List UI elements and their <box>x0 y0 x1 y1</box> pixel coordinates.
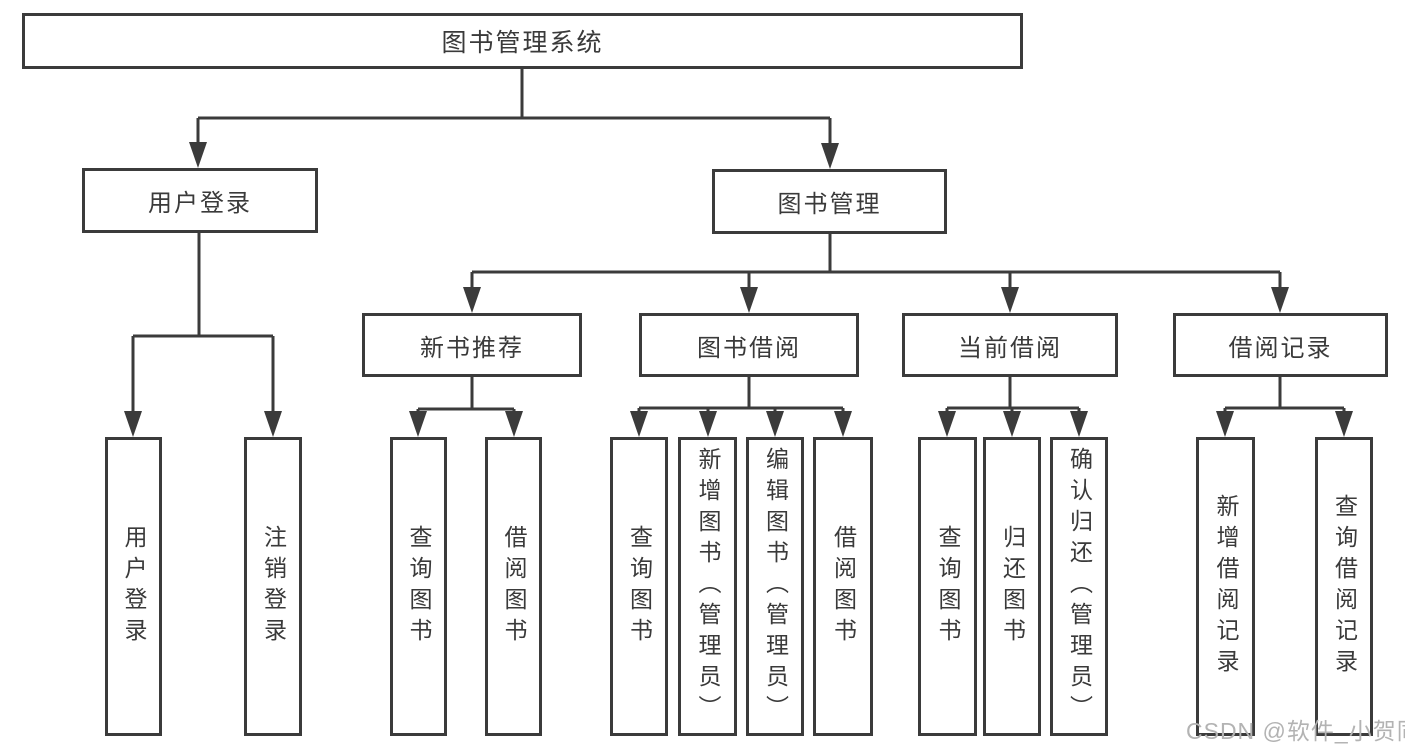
node-book-management: 图书管理 <box>712 169 947 234</box>
leaf-current-return-label: 归还图书 <box>999 524 1026 649</box>
leaf-current-return: 归还图书 <box>983 437 1041 736</box>
leaf-newbook-borrow: 借阅图书 <box>485 437 542 736</box>
node-book-management-label: 图书管理 <box>777 191 882 218</box>
node-user-login: 用户登录 <box>82 168 318 233</box>
node-current-borrow: 当前借阅 <box>902 313 1118 377</box>
node-borrow-record: 借阅记录 <box>1173 313 1388 377</box>
arrowhead <box>409 411 427 437</box>
leaf-newbook-borrow-label: 借阅图书 <box>501 524 527 649</box>
connector-root <box>196 69 832 145</box>
leaf-logout: 注销登录 <box>244 437 302 736</box>
connector-new-book-rec <box>416 377 516 412</box>
leaf-record-query: 查询借阅记录 <box>1315 437 1373 736</box>
node-new-book-rec: 新书推荐 <box>362 313 582 377</box>
arrowhead <box>630 411 648 437</box>
leaf-user-login: 用户登录 <box>105 437 162 736</box>
arrowhead <box>1216 411 1234 437</box>
node-user-login-label: 用户登录 <box>148 190 252 217</box>
leaf-newbook-query-label: 查询图书 <box>406 524 432 649</box>
leaf-current-confirm-label: 确认归还（管理员） <box>1066 447 1093 726</box>
node-current-borrow-label: 当前借阅 <box>958 334 1062 362</box>
arrowhead <box>821 143 839 169</box>
leaf-current-query-label: 查询图书 <box>935 524 961 649</box>
connector-borrow-record <box>1223 377 1346 412</box>
node-root-label: 图书管理系统 <box>441 29 604 57</box>
node-new-book-rec-label: 新书推荐 <box>420 334 524 362</box>
arrowhead <box>1001 287 1019 313</box>
leaf-borrow-borrow: 借阅图书 <box>813 437 873 736</box>
leaf-borrow-query-label: 查询图书 <box>626 524 653 649</box>
node-root: 图书管理系统 <box>22 13 1023 69</box>
leaf-borrow-add-label: 新增图书（管理员） <box>695 447 721 726</box>
arrowhead <box>766 411 784 437</box>
node-borrow-record-label: 借阅记录 <box>1228 334 1333 362</box>
leaf-borrow-edit: 编辑图书（管理员） <box>746 437 804 736</box>
leaf-record-add: 新增借阅记录 <box>1196 437 1255 736</box>
arrowhead <box>124 411 142 437</box>
arrowhead <box>1271 287 1289 313</box>
leaf-newbook-query: 查询图书 <box>390 437 447 736</box>
arrowhead <box>189 142 207 168</box>
connector-book-management <box>470 234 1282 289</box>
connector-user-login <box>131 233 275 412</box>
arrowhead <box>834 411 852 437</box>
leaf-current-query: 查询图书 <box>918 437 977 736</box>
leaf-record-query-label: 查询借阅记录 <box>1331 493 1358 680</box>
arrowhead <box>264 411 282 437</box>
leaf-logout-label: 注销登录 <box>260 524 287 649</box>
leaf-current-confirm: 确认归还（管理员） <box>1050 437 1108 736</box>
leaf-borrow-borrow-label: 借阅图书 <box>830 524 857 649</box>
leaf-user-login-label: 用户登录 <box>121 524 147 649</box>
node-book-borrow-label: 图书借阅 <box>697 334 801 362</box>
arrowhead <box>938 411 956 437</box>
connector-current-borrow <box>945 377 1081 412</box>
arrowhead <box>1003 411 1021 437</box>
arrowhead <box>699 411 717 437</box>
connector-book-borrow <box>637 377 845 412</box>
arrowhead <box>1335 411 1353 437</box>
arrowhead <box>505 411 523 437</box>
arrowhead <box>740 287 758 313</box>
leaf-borrow-add: 新增图书（管理员） <box>678 437 737 736</box>
leaf-record-add-label: 新增借阅记录 <box>1213 493 1239 680</box>
node-book-borrow: 图书借阅 <box>639 313 859 377</box>
arrowhead <box>1070 411 1088 437</box>
csdn-watermark: CSDN @软件_小贺同学 <box>1186 718 1405 744</box>
arrowhead <box>463 287 481 313</box>
leaf-borrow-edit-label: 编辑图书（管理员） <box>762 447 789 726</box>
leaf-borrow-query: 查询图书 <box>610 437 668 736</box>
